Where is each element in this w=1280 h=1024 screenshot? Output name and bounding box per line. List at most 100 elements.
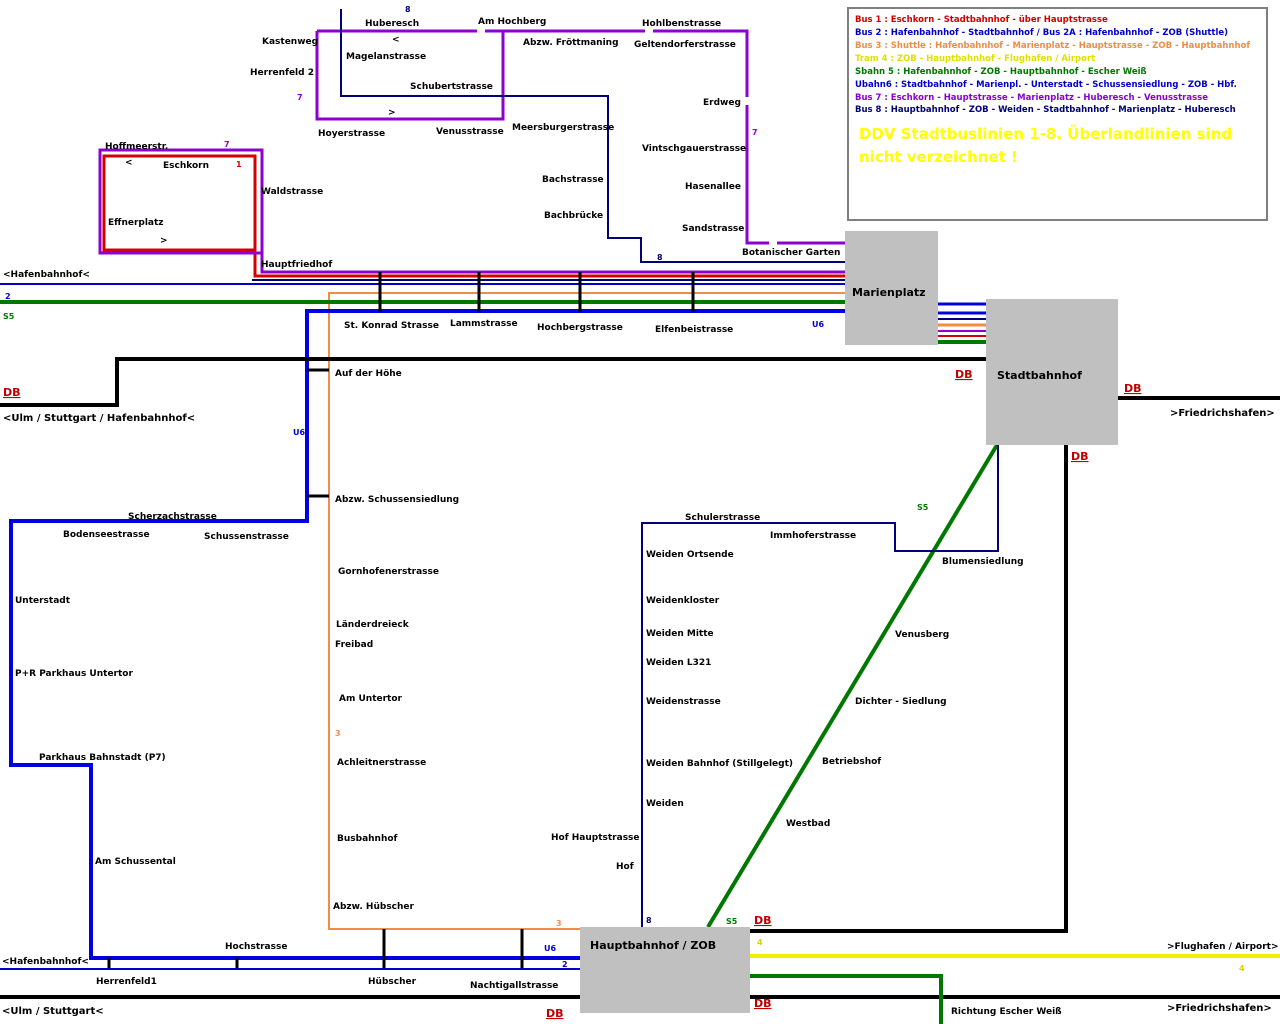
line-number: S5 bbox=[3, 312, 15, 321]
stop-label[interactable]: Schussenstrasse bbox=[204, 532, 289, 542]
direction-arrow: < bbox=[125, 158, 133, 168]
stop-label[interactable]: P+R Parkhaus Untertor bbox=[15, 669, 133, 679]
stop-label[interactable]: Weiden Ortsende bbox=[646, 550, 734, 560]
line-7-north-loop bbox=[317, 29, 845, 245]
stop-label[interactable]: Achleitnerstrasse bbox=[337, 758, 426, 768]
stop-label[interactable]: Abzw. Fröttmaning bbox=[523, 38, 619, 48]
stop-label[interactable]: Magelanstrasse bbox=[346, 52, 426, 62]
stop-label[interactable]: Abzw. Hübscher bbox=[333, 902, 415, 912]
line-number: 2 bbox=[5, 292, 11, 301]
stop-label[interactable]: Parkhaus Bahnstadt (P7) bbox=[39, 753, 166, 763]
stop-label[interactable]: Erdweg bbox=[703, 98, 741, 108]
stop-label[interactable]: Hauptfriedhof bbox=[261, 260, 332, 270]
stop-label[interactable]: Unterstadt bbox=[15, 596, 71, 606]
direction-arrow: > bbox=[388, 108, 396, 118]
legend-line-6: Ubahn6 : Stadtbahnhof - Marienpl. - Unte… bbox=[855, 80, 1237, 90]
stop-label[interactable]: Kastenweg bbox=[262, 37, 318, 47]
stop-label[interactable]: Hochbergstrasse bbox=[537, 323, 623, 333]
stop-label[interactable]: Freibad bbox=[335, 640, 373, 650]
stop-label[interactable]: Abzw. Schussensiedlung bbox=[335, 495, 459, 505]
stop-label[interactable]: Hohlbenstrasse bbox=[642, 19, 721, 29]
stop-label[interactable]: Am Hochberg bbox=[478, 17, 546, 27]
line-number: S5 bbox=[917, 503, 929, 512]
stop-label[interactable]: Betriebshof bbox=[822, 757, 881, 767]
direction-arrow: > bbox=[160, 236, 168, 246]
line-number: 7 bbox=[297, 93, 303, 102]
stop-label[interactable]: Gornhofenerstrasse bbox=[338, 567, 439, 577]
stop-label[interactable]: Hochstrasse bbox=[225, 942, 287, 952]
stop-label[interactable]: Am Schussental bbox=[95, 857, 176, 867]
stop-label[interactable]: Botanischer Garten bbox=[742, 248, 840, 258]
line-number: 8 bbox=[646, 916, 652, 925]
stop-label[interactable]: Hof bbox=[616, 862, 634, 872]
line-8-south bbox=[641, 445, 999, 928]
stop-label[interactable]: Geltendorferstrasse bbox=[634, 40, 736, 50]
stop-label[interactable]: Blumensiedlung bbox=[942, 557, 1024, 567]
station-ties bbox=[107, 272, 695, 970]
stop-label[interactable]: Hoyerstrasse bbox=[318, 129, 385, 139]
stop-label[interactable]: Hübscher bbox=[368, 977, 417, 987]
line-7-eschkorn bbox=[98, 148, 845, 274]
legend-line-7: Bus 7 : Eschkorn - Hauptstrasse - Marien… bbox=[855, 93, 1208, 103]
stop-label[interactable]: Bachstrasse bbox=[542, 175, 604, 185]
stop-label[interactable]: Weidenkloster bbox=[646, 596, 720, 606]
stop-label[interactable]: Herrenfeld 2 bbox=[250, 68, 314, 78]
stop-label[interactable]: Meersburgerstrasse bbox=[512, 123, 614, 133]
stop-label[interactable]: Dichter - Siedlung bbox=[855, 697, 947, 707]
stop-label[interactable]: Weiden Mitte bbox=[646, 629, 714, 639]
stop-label[interactable]: Vintschgauerstrasse bbox=[642, 144, 746, 154]
stop-label[interactable]: Venusberg bbox=[895, 630, 949, 640]
stop-label[interactable]: Schulerstrasse bbox=[685, 513, 760, 523]
line-1-loop bbox=[102, 154, 845, 278]
line-number: 2 bbox=[562, 960, 568, 969]
line-u6 bbox=[9, 309, 845, 960]
stop-label[interactable]: Bachbrücke bbox=[544, 211, 603, 221]
stop-label[interactable]: Bodenseestrasse bbox=[63, 530, 150, 540]
hauptbahnhof-label: Hauptbahnhof / ZOB bbox=[590, 939, 716, 952]
line-8-north bbox=[340, 9, 845, 263]
stop-label[interactable]: Hoffmeerstr. bbox=[105, 142, 168, 152]
stop-label[interactable]: Auf der Höhe bbox=[335, 369, 402, 379]
marienplatz-hub[interactable] bbox=[845, 231, 938, 345]
db-label: DB bbox=[754, 997, 772, 1010]
stop-label[interactable]: Effnerplatz bbox=[108, 218, 164, 228]
line-number: U6 bbox=[544, 944, 556, 953]
stop-label[interactable]: Hof Hauptstrasse bbox=[551, 833, 640, 843]
stop-label[interactable]: Sandstrasse bbox=[682, 224, 744, 234]
db-rail-south bbox=[750, 445, 1068, 933]
stop-label[interactable]: Westbad bbox=[786, 819, 830, 829]
stop-label[interactable]: Hasenallee bbox=[685, 182, 741, 192]
line-number: U6 bbox=[293, 428, 305, 437]
legend-line-4: Tram 4 : ZOB - Hauptbahnhof - Flughafen … bbox=[855, 54, 1096, 64]
stop-label[interactable]: Schubertstrasse bbox=[410, 82, 493, 92]
line-number: 4 bbox=[1239, 964, 1245, 973]
stop-label[interactable]: Weiden Bahnhof (Stillgelegt) bbox=[646, 759, 793, 769]
stop-label[interactable]: Busbahnhof bbox=[337, 834, 398, 844]
stop-label[interactable]: Waldstrasse bbox=[261, 187, 323, 197]
stop-label[interactable]: Scherzachstrasse bbox=[128, 512, 217, 522]
stop-label[interactable]: Eschkorn bbox=[163, 161, 209, 171]
stop-label[interactable]: Venusstrasse bbox=[436, 127, 504, 137]
legend-line-1: Bus 1 : Eschkorn - Stadtbahnhof - über H… bbox=[855, 15, 1108, 25]
stop-label[interactable]: Immhoferstrasse bbox=[770, 531, 856, 541]
line-number: 4 bbox=[757, 938, 763, 947]
stop-label[interactable]: St. Konrad Strasse bbox=[344, 321, 439, 331]
stop-label[interactable]: Elfenbeistrasse bbox=[655, 325, 733, 335]
stop-label[interactable]: Nachtigallstrasse bbox=[470, 981, 558, 991]
stop-label[interactable]: Herrenfeld1 bbox=[96, 977, 157, 987]
stop-label[interactable]: Lammstrasse bbox=[450, 319, 518, 329]
legend-note: DDV Stadtbuslinien 1-8. Überlandlinien s… bbox=[859, 125, 1233, 166]
stop-label[interactable]: Am Untertor bbox=[339, 694, 403, 704]
stop-label[interactable]: Weidenstrasse bbox=[646, 697, 721, 707]
direction-label: >Friedrichshafen> bbox=[1167, 1003, 1272, 1014]
direction-label: <Hafenbahnhof< bbox=[3, 270, 90, 280]
line-number: 1 bbox=[236, 160, 242, 169]
hauptbahnhof-hub[interactable] bbox=[580, 927, 750, 1013]
stop-label[interactable]: Huberesch bbox=[365, 19, 419, 29]
stop-label[interactable]: Länderdreieck bbox=[336, 620, 410, 630]
line-3 bbox=[328, 292, 845, 930]
stop-label[interactable]: Weiden L321 bbox=[646, 658, 711, 668]
line-number: 7 bbox=[224, 140, 230, 149]
stop-label[interactable]: Weiden bbox=[646, 799, 684, 809]
stadtbahnhof-hub[interactable] bbox=[986, 299, 1118, 445]
